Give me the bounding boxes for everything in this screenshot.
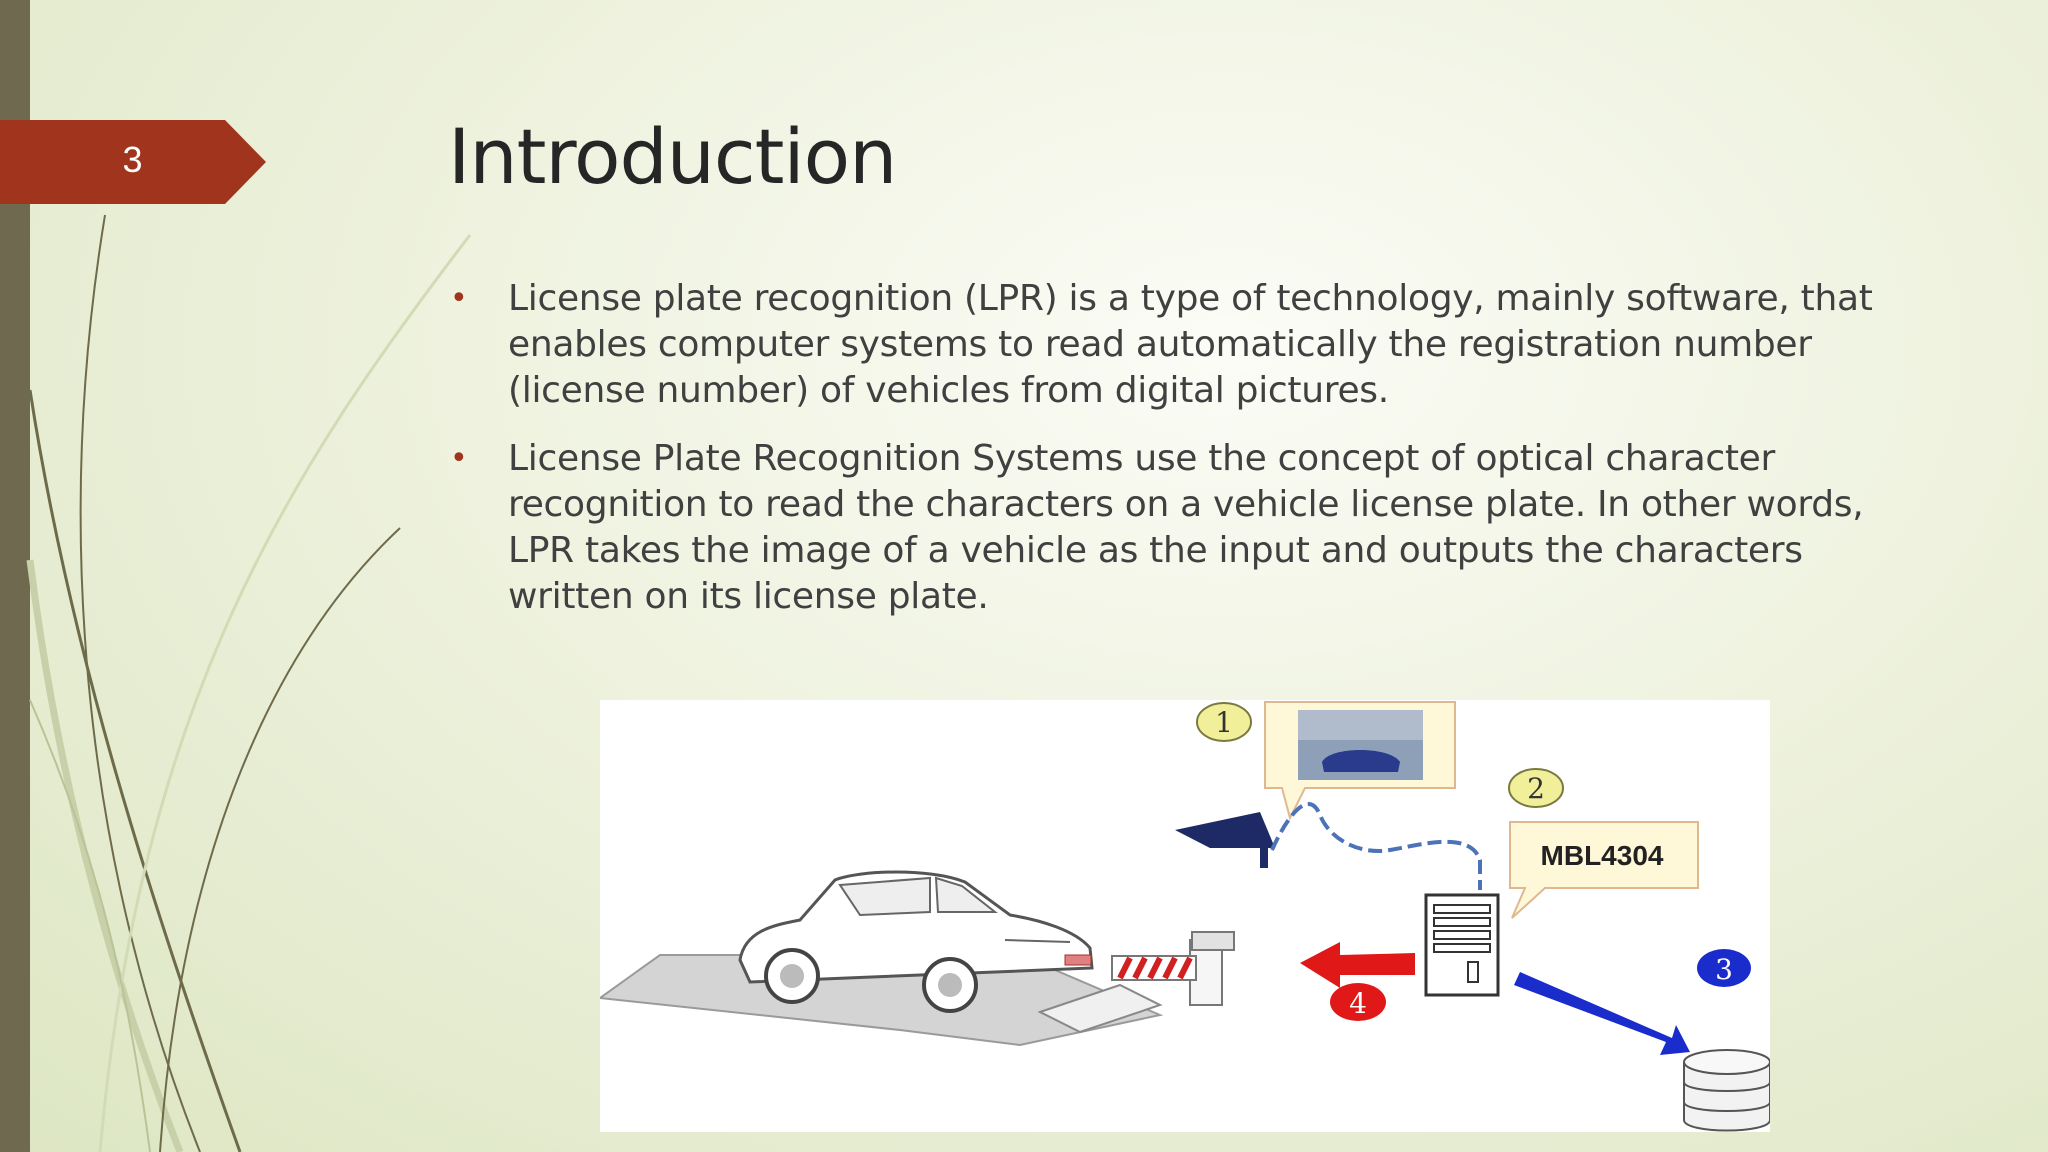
- camera-cable: [1270, 802, 1482, 890]
- camera-icon: [1175, 812, 1275, 868]
- barrier-gate-icon: [1111, 931, 1235, 1006]
- decorative-curves: [26, 214, 472, 1152]
- bullet-item: • License Plate Recognition Systems use …: [448, 436, 1908, 620]
- bullet-item: • License plate recognition (LPR) is a t…: [448, 276, 1908, 414]
- step-3-badge: [1697, 949, 1751, 987]
- bullet-list: • License plate recognition (LPR) is a t…: [448, 276, 1908, 642]
- bullet-marker: •: [450, 441, 468, 476]
- database-icon: [1683, 1049, 1770, 1132]
- step-2-badge: [1508, 768, 1564, 808]
- slide-number-tag: 3: [0, 120, 268, 204]
- bullet-marker: •: [450, 281, 468, 316]
- recognized-plate-text: MBL4304: [1541, 840, 1664, 871]
- blue-arrow-icon: [1514, 972, 1690, 1055]
- red-arrow-icon: [1300, 942, 1415, 988]
- barrier-base: [1037, 983, 1163, 1034]
- bullet-text: License plate recognition (LPR) is a typ…: [508, 278, 1873, 411]
- car-icon: [738, 870, 1094, 1013]
- slide-title: Introduction: [448, 112, 897, 201]
- plate-callout: [1509, 821, 1699, 919]
- slide-number: 3: [122, 139, 143, 180]
- step-2-label: 2: [1527, 772, 1545, 805]
- bullet-text: License Plate Recognition Systems use th…: [508, 438, 1864, 617]
- step-1-badge: [1196, 702, 1252, 742]
- step-4-badge: [1330, 983, 1386, 1021]
- lpr-system-diagram: 1 2 MBL4304 4: [600, 700, 1770, 1132]
- step-1-label: 1: [1215, 706, 1233, 739]
- step-4-label: 4: [1349, 987, 1367, 1020]
- road-shape: [600, 954, 1164, 1047]
- step-3-label: 3: [1715, 953, 1733, 986]
- computer-server-icon: [1424, 893, 1500, 997]
